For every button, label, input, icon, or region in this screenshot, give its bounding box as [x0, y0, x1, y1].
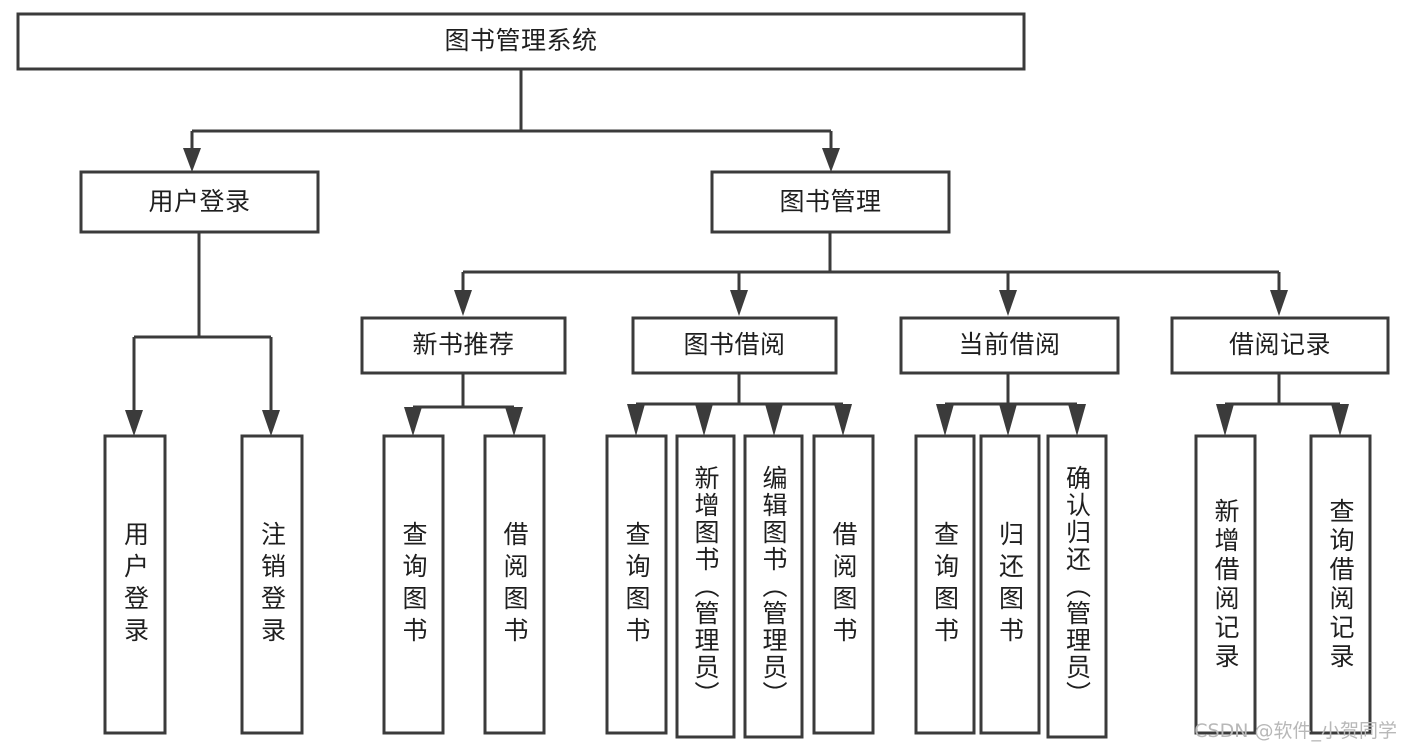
arrow-head-leaf-br-add [1216, 404, 1234, 436]
node-box-book-manage[interactable] [710, 170, 951, 234]
leaf-box-cb-query-book[interactable] [914, 434, 976, 735]
node-box-current-borrow[interactable] [899, 316, 1120, 375]
node-box-book-borrow[interactable] [631, 316, 838, 375]
connector-book-manage-to-groups [461, 232, 1281, 292]
node-box-new-books[interactable] [360, 316, 567, 375]
arrow-head-leaf-cb-return [999, 404, 1017, 436]
connector-borrow-records-to-leaves [1223, 373, 1342, 410]
arrow-head-group-current [999, 290, 1017, 316]
leaf-box-logout[interactable] [240, 434, 304, 735]
node-box-user-login[interactable] [79, 170, 320, 234]
node-box-root[interactable] [16, 12, 1026, 71]
leaf-box-nb-borrow-book[interactable] [483, 434, 546, 735]
arrow-head-book-manage [822, 148, 840, 172]
leaf-box-bb-edit-book[interactable] [743, 434, 804, 739]
connector-root-to-level1 [190, 69, 833, 150]
arrow-head-leaf-user-login [125, 410, 143, 436]
node-box-borrow-records[interactable] [1170, 316, 1390, 375]
arrow-head-leaf-bb-edit [765, 404, 783, 436]
arrow-head-leaf-nb-borrow [505, 407, 523, 436]
leaf-box-bb-borrow-book[interactable] [812, 434, 875, 735]
arrow-head-group-records [1270, 290, 1288, 316]
leaf-box-br-add-record[interactable] [1194, 434, 1257, 735]
connector-book-borrow-to-leaves [634, 373, 845, 410]
leaf-box-nb-query-book[interactable] [382, 434, 445, 735]
leaf-box-user-login[interactable] [103, 434, 167, 735]
leaf-box-bb-query-book[interactable] [605, 434, 668, 735]
arrow-head-leaf-logout [262, 410, 280, 436]
leaf-box-cb-confirm-return[interactable] [1046, 434, 1108, 739]
arrow-head-leaf-nb-query [404, 407, 422, 436]
connector-user-login-to-children [132, 232, 273, 412]
arrow-head-leaf-bb-query [627, 404, 645, 436]
arrow-head-user-login [183, 148, 201, 172]
arrow-head-leaf-bb-borrow [834, 404, 852, 436]
arrow-head-leaf-cb-confirm [1068, 404, 1086, 436]
arrow-head-group-new-books [454, 290, 472, 316]
leaf-box-br-query-record[interactable] [1309, 434, 1372, 735]
connector-new-books-to-leaves [411, 373, 516, 412]
arrow-head-leaf-cb-query [936, 404, 954, 436]
arrow-head-leaf-br-query [1331, 404, 1349, 436]
arrow-head-group-borrow [730, 290, 748, 316]
leaf-box-bb-add-book[interactable] [675, 434, 736, 739]
arrow-head-leaf-bb-add [695, 404, 713, 436]
leaf-box-cb-return-book[interactable] [979, 434, 1041, 735]
